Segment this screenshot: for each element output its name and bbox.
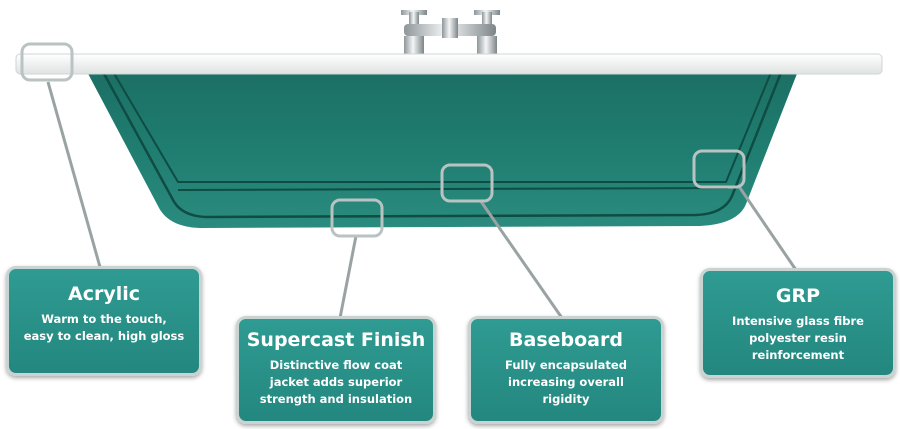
grp-title: GRP — [775, 285, 821, 307]
baseboard-line — [177, 187, 729, 191]
grp-connector — [736, 184, 798, 271]
baseboard-description: Fully encapsulated increasing overall ri… — [505, 358, 627, 406]
acrylic-title: Acrylic — [67, 283, 140, 305]
tub-rim — [15, 53, 883, 75]
supercast-description: Distinctive flow coat jacket adds superi… — [259, 358, 413, 406]
supercast-callout: Supercast Finish Distinctive flow coat j… — [236, 316, 436, 424]
baseboard-title: Baseboard — [509, 329, 623, 351]
faucet-icon — [401, 10, 500, 54]
baseboard-highlight-box — [440, 163, 494, 203]
grp-highlight-box — [692, 149, 746, 189]
acrylic-highlight-box — [20, 42, 74, 82]
supercast-connector — [338, 235, 358, 319]
grp-callout: GRP Intensive glass fibre polyester resi… — [700, 268, 896, 378]
supercast-title: Supercast Finish — [246, 329, 426, 351]
grp-description: Intensive glass fibre polyester resin re… — [732, 314, 864, 362]
acrylic-description: Warm to the touch, easy to clean, high g… — [23, 312, 185, 343]
tub-panel-outline — [99, 68, 784, 219]
acrylic-callout: Acrylic Warm to the touch, easy to clean… — [6, 266, 202, 376]
tub-body — [84, 66, 800, 228]
baseboard-callout: Baseboard Fully encapsulated increasing … — [468, 316, 664, 424]
supercast-highlight-box — [330, 198, 384, 238]
baseboard-connector — [478, 199, 564, 319]
acrylic-connector — [46, 81, 102, 268]
